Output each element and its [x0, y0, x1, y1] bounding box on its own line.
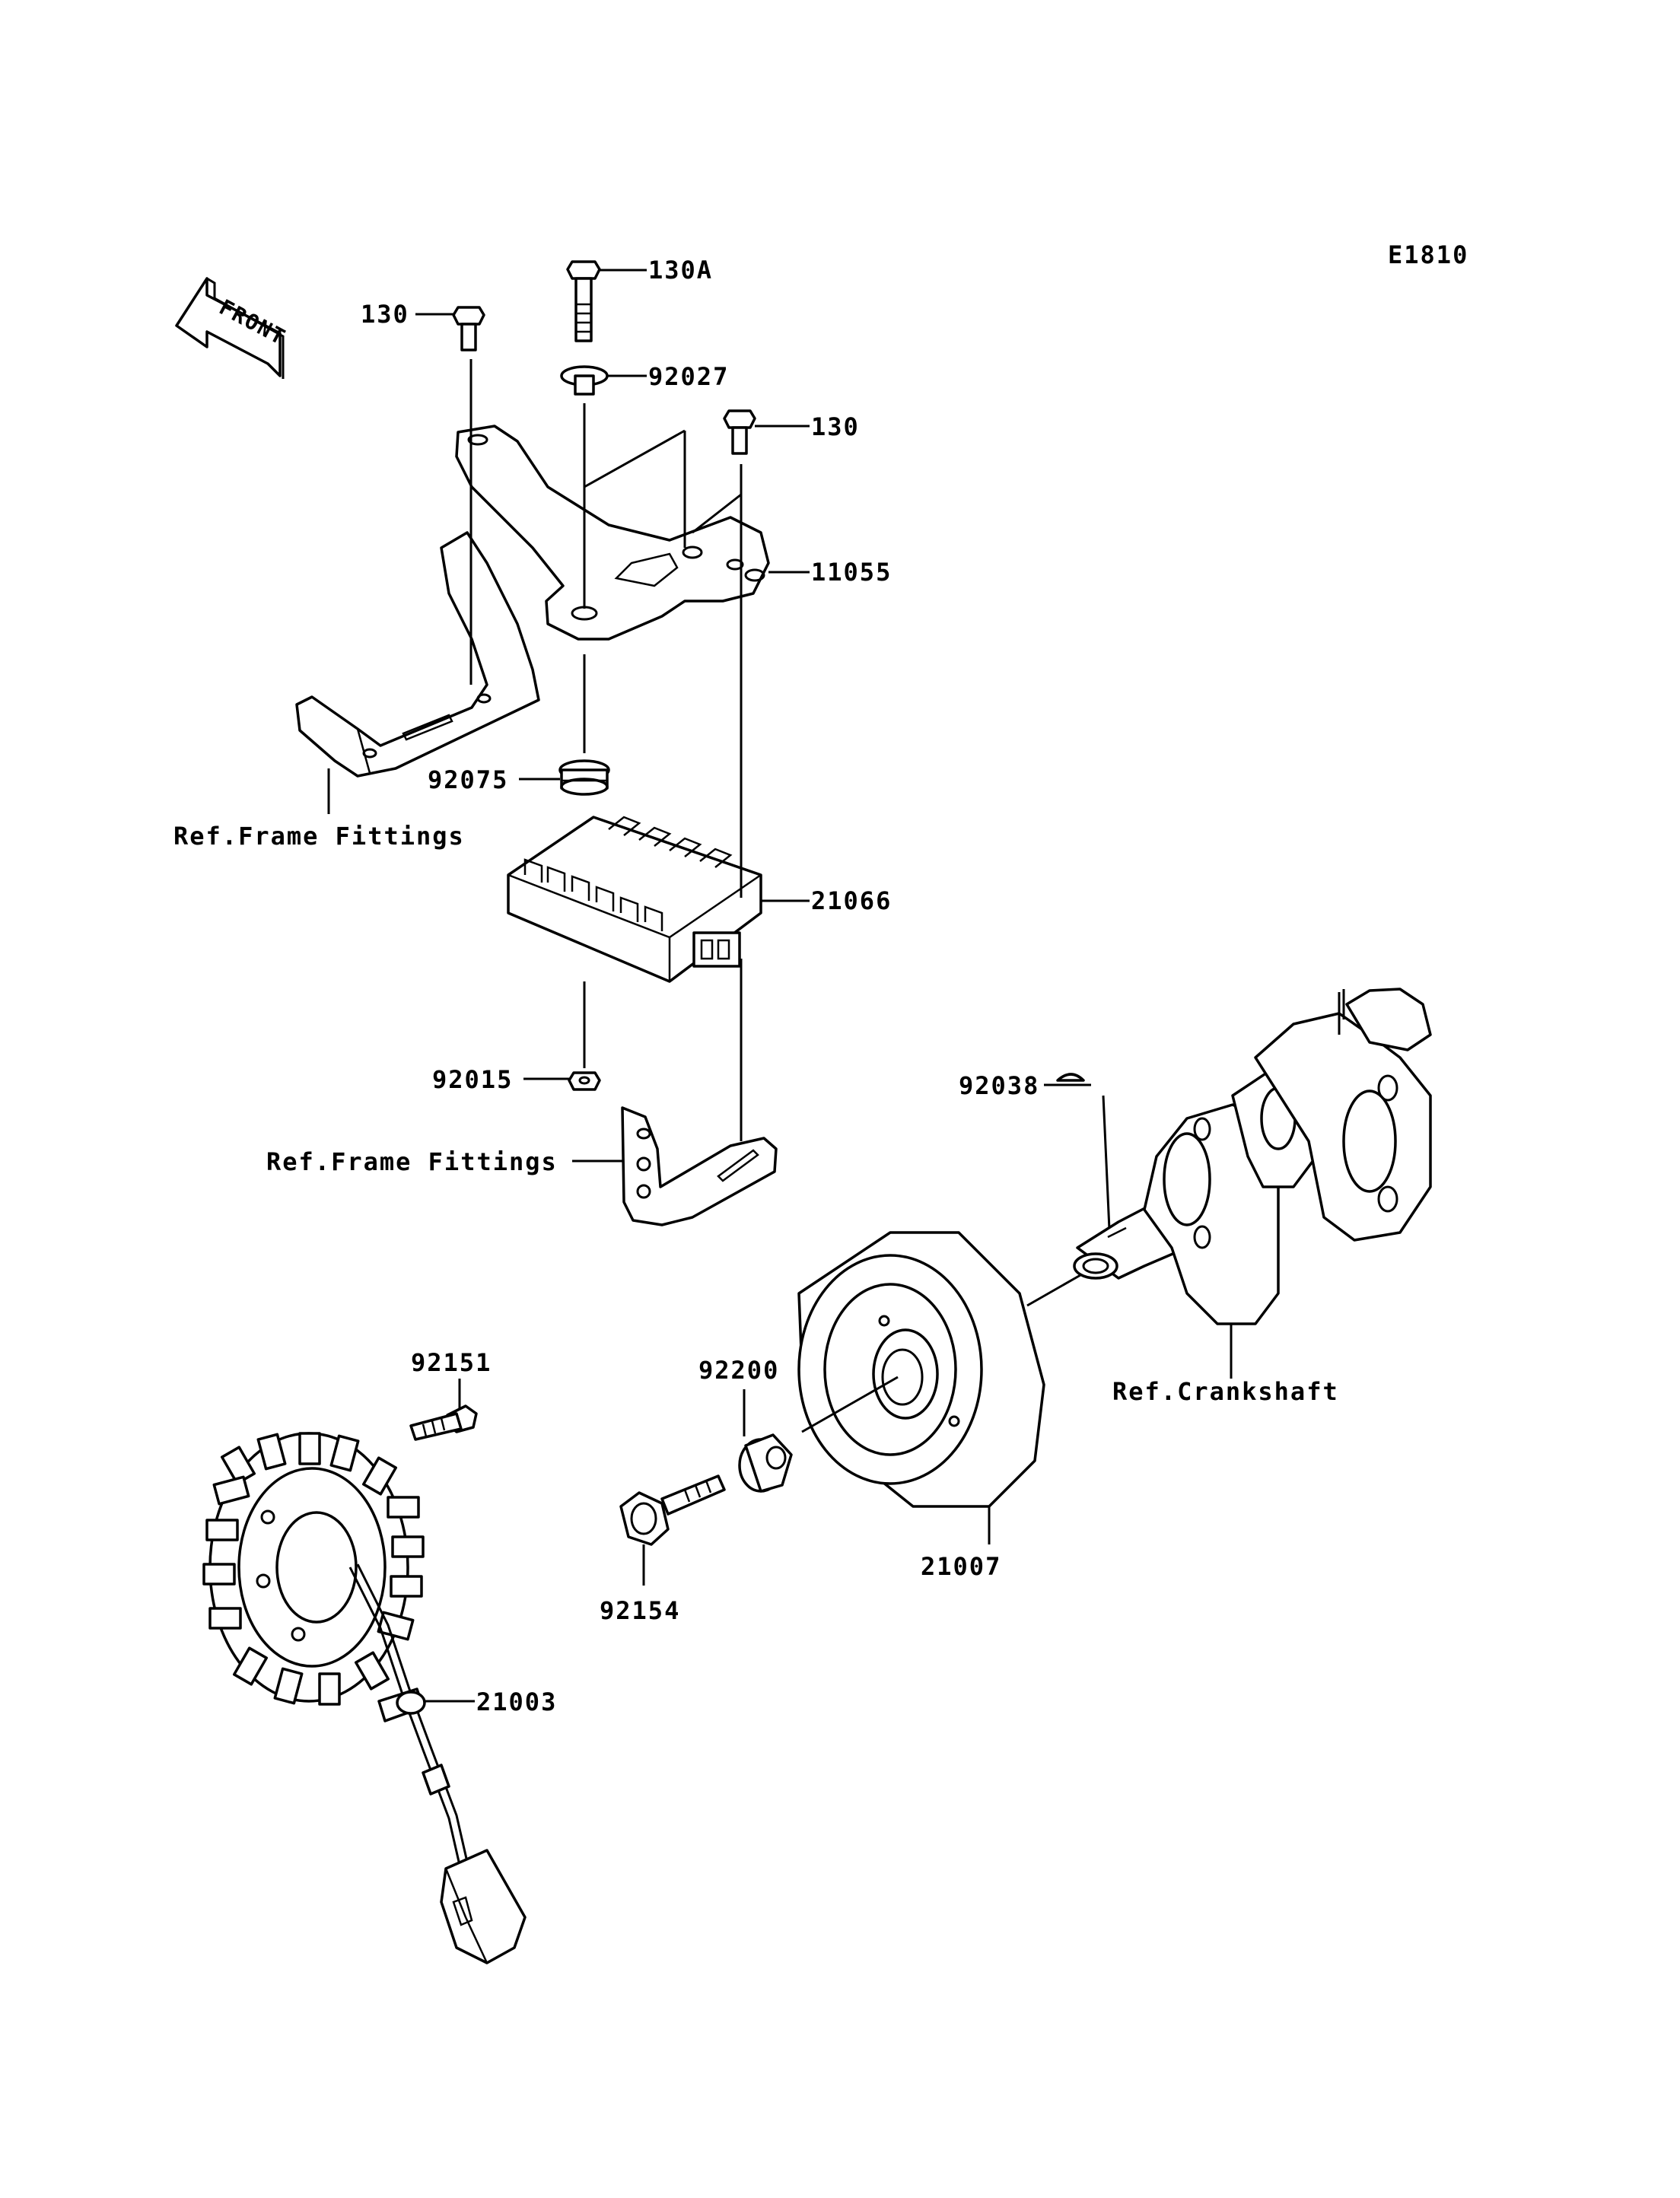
collar-92027: 92027: [560, 362, 729, 396]
bolt-130-left: 130: [361, 300, 485, 351]
label-ref-frame-fittings-1: Ref.Frame Fittings: [173, 822, 465, 851]
bracket-11055: 11055: [455, 425, 892, 641]
label-92154: 92154: [600, 1596, 680, 1625]
label-92027: 92027: [648, 362, 729, 391]
label-92038: 92038: [959, 1071, 1039, 1100]
diagram-code: E1810: [1388, 240, 1468, 269]
label-11055: 11055: [811, 558, 892, 587]
label-130-right: 130: [811, 412, 860, 441]
washer-92200: 92200: [698, 1356, 899, 1493]
label-ref-frame-fittings-2: Ref.Frame Fittings: [266, 1147, 558, 1176]
stator-teeth: [202, 1432, 425, 1706]
bolt-130a: 130A: [566, 256, 713, 342]
label-130a: 130A: [648, 256, 713, 285]
bolt-92154: 92154: [600, 1474, 726, 1625]
label-130-left: 130: [361, 300, 409, 329]
frame-fitting-left: Ref.Frame Fittings: [173, 531, 540, 851]
alignment-lines: [469, 359, 743, 1141]
regulator-21066: 21066: [507, 816, 892, 983]
label-ref-crankshaft: Ref.Crankshaft: [1112, 1377, 1339, 1406]
frame-fitting-lower: Ref.Frame Fittings: [266, 1106, 778, 1226]
crankshaft: Ref.Crankshaft: [1073, 988, 1432, 1406]
label-21007: 21007: [921, 1552, 1001, 1581]
stator-21003: 21003: [202, 1432, 557, 1964]
bolt-92151: 92151: [409, 1348, 492, 1441]
label-21003: 21003: [476, 1687, 557, 1716]
nut-92015: 92015: [432, 1065, 601, 1094]
label-92200: 92200: [698, 1356, 779, 1385]
damper-92075: 92075: [428, 759, 610, 796]
label-92015: 92015: [432, 1065, 513, 1094]
key-92038: 92038: [959, 1071, 1111, 1230]
rotor-21007: 21007: [797, 1231, 1081, 1581]
front-arrow-icon: FRONT: [175, 277, 290, 379]
bolt-130-right: 130: [723, 409, 860, 455]
label-92151: 92151: [411, 1348, 492, 1377]
label-21066: 21066: [811, 886, 892, 915]
label-92075: 92075: [428, 765, 508, 794]
